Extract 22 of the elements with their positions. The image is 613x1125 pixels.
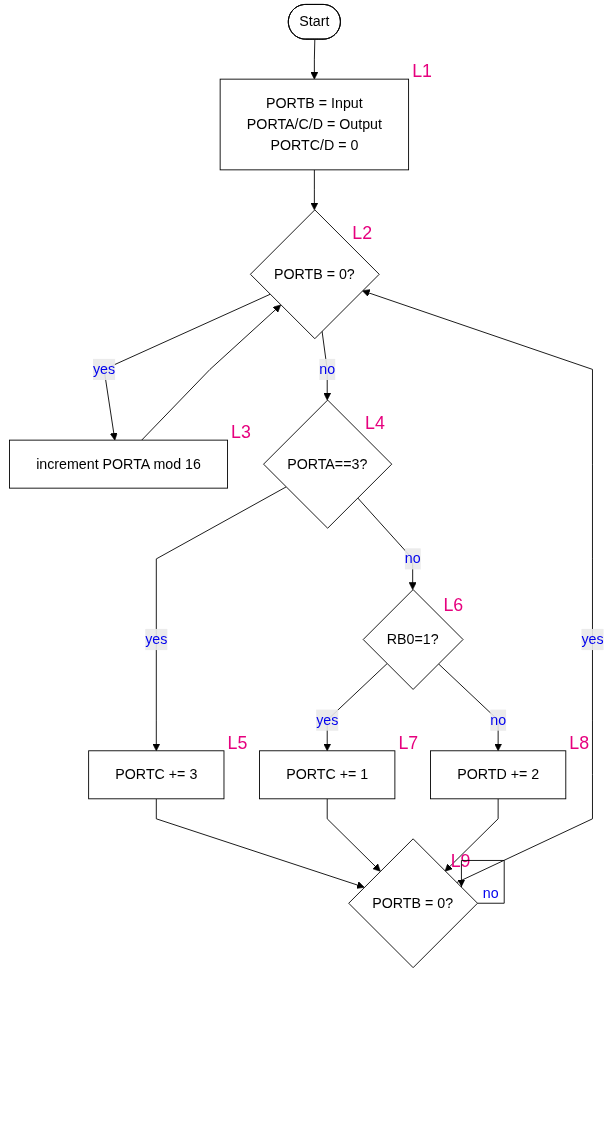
node-label: PORTD += 2 <box>457 766 540 782</box>
edge-label: no <box>482 884 499 901</box>
step-label: L4 <box>365 412 385 433</box>
step-label: L7 <box>398 733 419 753</box>
node-label: PORTA/C/D = Output <box>246 116 382 132</box>
decision-diamond: L2 PORTB = 0? <box>249 209 380 340</box>
step-label: L3 <box>231 422 251 443</box>
decision-diamond: L4 PORTA==3? <box>263 399 393 529</box>
node-label: PORTC/D = 0 <box>270 137 359 153</box>
step-label: L1 <box>412 61 432 82</box>
step-label: L5 <box>227 733 248 753</box>
node-label: increment PORTA mod 16 <box>36 456 201 472</box>
step-label: L2 <box>352 222 373 243</box>
decision-diamond: L9 PORTB = 0? <box>348 838 478 969</box>
start-terminal: Start <box>287 4 341 40</box>
step-label: L6 <box>443 595 464 615</box>
step-label: L8 <box>569 733 590 753</box>
step-label: L9 <box>450 851 471 872</box>
node-label: PORTC += 3 <box>115 766 198 782</box>
node-label: PORTB = Input <box>266 95 363 111</box>
node-label: PORTC += 1 <box>286 766 369 782</box>
decision-diamond: L6 RB0=1? <box>362 589 464 690</box>
